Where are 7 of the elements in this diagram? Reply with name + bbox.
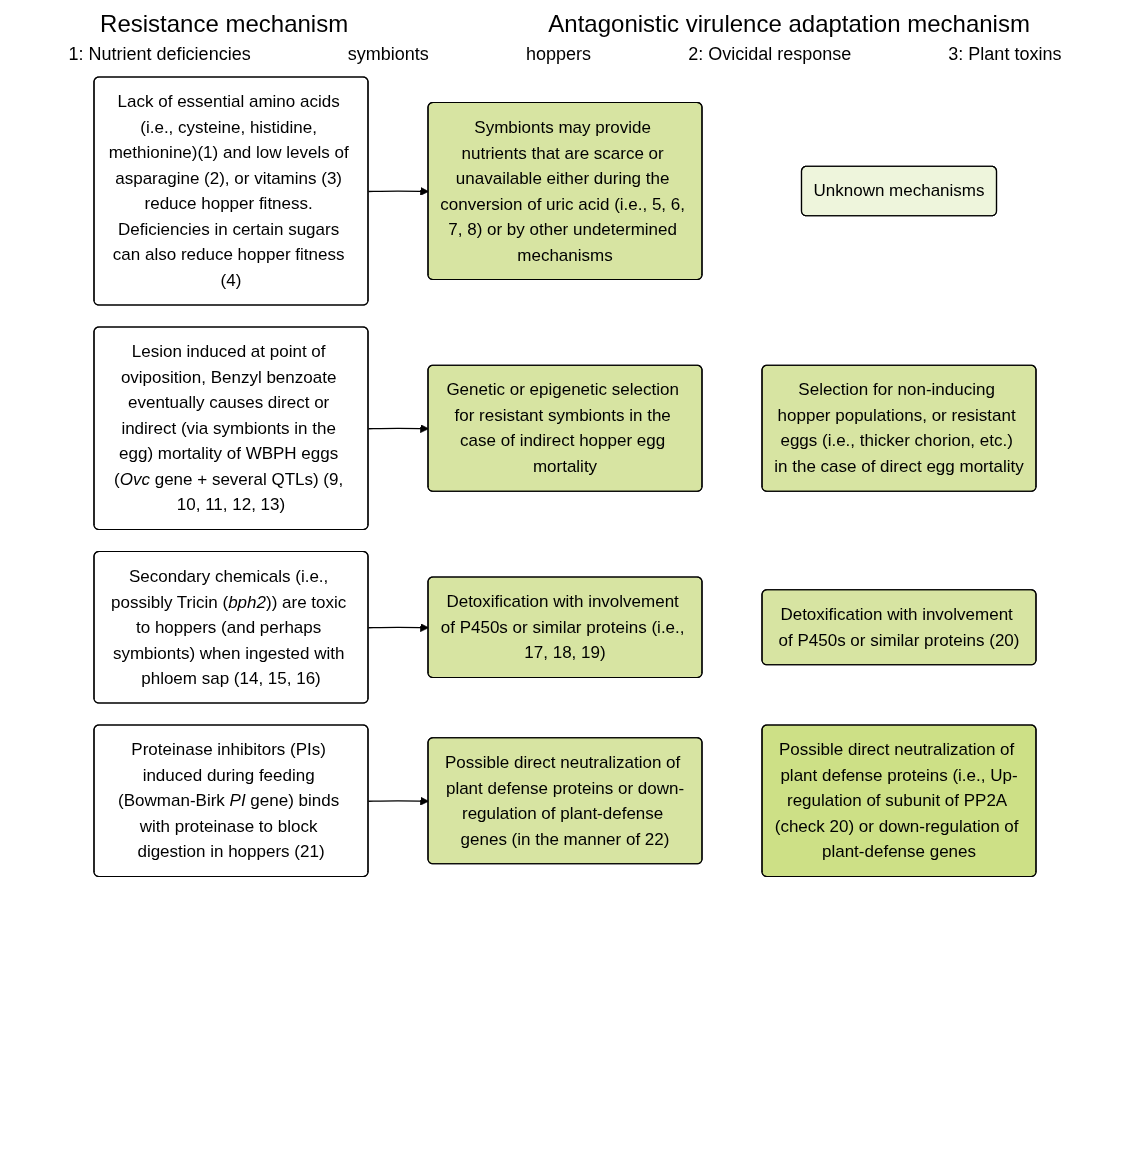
column-subheading: hoppers	[525, 44, 591, 65]
section-heading: 2: Ovicidal response	[688, 44, 852, 65]
section-heading: 3: Plant toxins	[948, 44, 1062, 65]
section-heading: 1: Nutrient deficiencies	[68, 44, 251, 65]
column-heading: Antagonistic virulence adaptation mechanism	[548, 10, 1030, 38]
column-heading: Resistance mechanism	[100, 10, 349, 38]
column-subheading: symbionts	[347, 44, 429, 65]
